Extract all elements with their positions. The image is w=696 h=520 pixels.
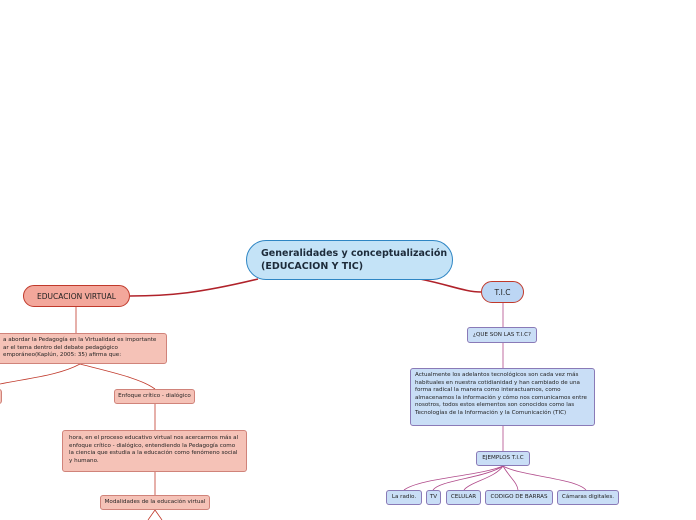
subtopic-approach-label: Enfoque crítico - dialógico <box>118 393 191 399</box>
subtopic-question-label: ¿QUE SON LAS T.I.C? <box>473 332 531 338</box>
link-examples-radio <box>403 465 504 491</box>
central-topic-line1: Generalidades y conceptualización <box>261 248 448 259</box>
subtopic-approach-text[interactable]: hora, en el proceso educativo virtual no… <box>62 430 247 472</box>
topic-educacion-virtual[interactable]: EDUCACION VIRTUAL <box>23 285 130 307</box>
example-item[interactable]: CELULAR <box>446 490 481 505</box>
example-item-label: La radio. <box>391 494 417 500</box>
subtopic-definition-text: Actualmente los adelantos tecnológicos s… <box>415 372 587 416</box>
link-central-tic <box>419 278 482 293</box>
example-item[interactable]: CODIGO DE BARRAS <box>485 490 553 505</box>
example-item[interactable]: Cámaras digitales. <box>557 490 619 505</box>
subtopic-examples[interactable]: EJEMPLOS T.I.C <box>476 451 530 466</box>
subtopic-intro-text: a abordar la Pedagogía en la Virtualidad… <box>3 337 157 359</box>
link-intro-left-clipped <box>0 363 81 385</box>
example-item[interactable]: TV <box>426 490 441 505</box>
central-topic-line2: (EDUCACION Y TIC) <box>261 260 364 272</box>
link-modalities-below <box>147 509 163 520</box>
subtopic-examples-label: EJEMPLOS T.I.C <box>482 455 524 461</box>
subtopic-modalities[interactable]: Modalidades de la educación virtual <box>100 495 210 510</box>
example-item-label: Cámaras digitales. <box>561 494 615 500</box>
link-examples-codigo <box>502 465 519 491</box>
subtopic-clipped-left[interactable] <box>0 389 2 404</box>
subtopic-intro[interactable]: a abordar la Pedagogía en la Virtualidad… <box>0 333 167 364</box>
example-item[interactable]: La radio. <box>386 490 422 505</box>
subtopic-question[interactable]: ¿QUE SON LAS T.I.C? <box>467 327 537 343</box>
subtopic-modalities-label: Modalidades de la educación virtual <box>104 499 206 505</box>
example-item-label: TV <box>429 494 438 500</box>
topic-educacion-virtual-label: EDUCACION VIRTUAL <box>37 292 116 301</box>
subtopic-definition[interactable]: Actualmente los adelantos tecnológicos s… <box>410 368 595 426</box>
topic-tic-label: T.I.C <box>494 288 511 297</box>
link-central-educacion <box>129 278 259 297</box>
link-examples-camaras <box>502 465 587 491</box>
link-intro-approach <box>79 363 156 390</box>
subtopic-approach-text-content: hora, en el proceso educativo virtual no… <box>69 435 239 464</box>
topic-tic[interactable]: T.I.C <box>481 281 524 303</box>
example-item-label: CELULAR <box>450 494 477 500</box>
example-item-label: CODIGO DE BARRAS <box>490 494 548 500</box>
link-examples-celular <box>463 465 504 491</box>
central-topic[interactable]: Generalidades y conceptualización (EDUCA… <box>246 240 453 280</box>
link-examples-tv <box>432 465 504 491</box>
subtopic-approach[interactable]: Enfoque crítico - dialógico <box>114 389 195 404</box>
